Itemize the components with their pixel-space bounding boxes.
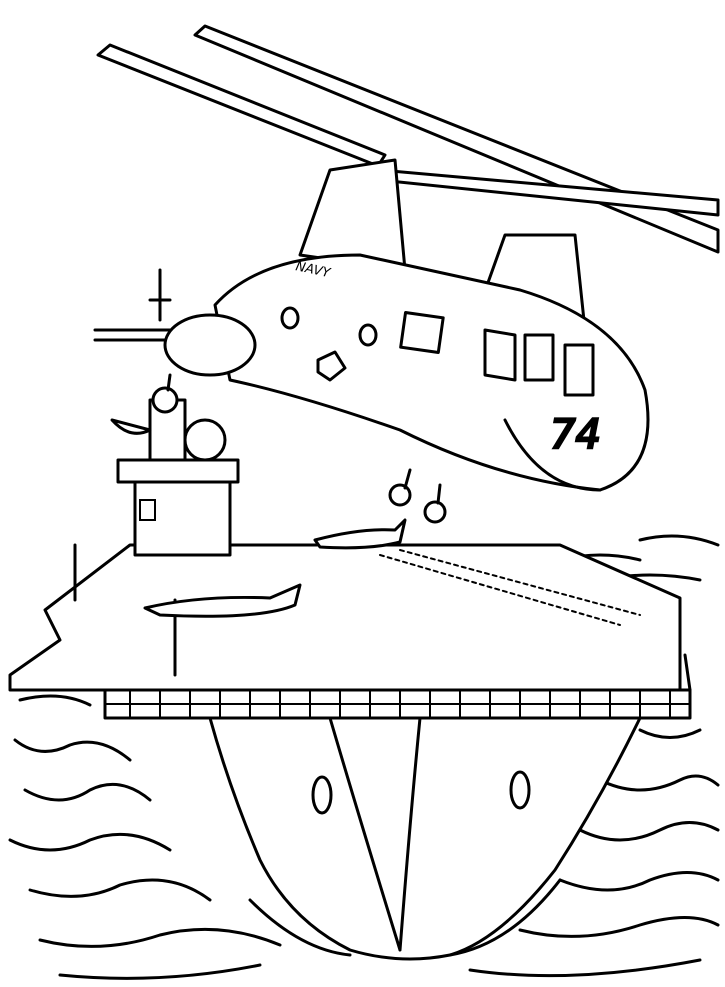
navy-label: NAVY	[294, 259, 332, 281]
rotor-blades	[96, 24, 720, 254]
tail-number: 74	[550, 412, 601, 458]
jet-parked	[313, 518, 407, 550]
helicopter: NAVY 74	[151, 158, 650, 524]
jet-on-deck	[143, 583, 302, 618]
carrier-deck	[8, 543, 692, 720]
